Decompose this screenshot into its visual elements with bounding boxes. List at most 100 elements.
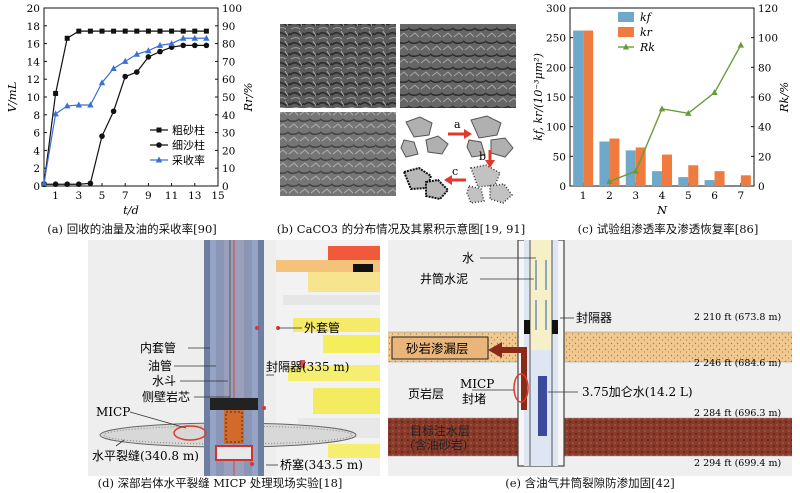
point-s2	[87, 180, 94, 187]
label-fracture: 水平裂缝(340.8 m)	[92, 448, 199, 463]
legend-label-1: 粗砂柱	[172, 123, 205, 137]
depth-3: 2 284 ft (696.3 m)	[694, 408, 781, 419]
x-tick-label-a: 3	[75, 190, 82, 202]
label-bridge-plug: 桥塞(343.5 m)	[280, 457, 363, 472]
y2-tick-label-c: 120	[758, 3, 778, 15]
point-s2	[52, 181, 59, 188]
y-tick-label-a: 8	[33, 110, 40, 122]
bar-kr	[688, 165, 699, 186]
arrow-b-icon	[485, 150, 495, 168]
y-tick-label-a: 20	[27, 3, 40, 15]
legend-swatch-kf	[618, 12, 634, 22]
label-inner-casing: 内套管	[140, 340, 176, 355]
label-seal: 封堵	[462, 392, 486, 406]
point-rk	[658, 105, 666, 112]
legend-marker	[156, 142, 162, 148]
y-tick-label-c: 150	[546, 92, 566, 104]
bar-kr	[662, 154, 672, 186]
x-tick-label-a: 15	[211, 190, 224, 202]
point-s2	[134, 69, 140, 75]
x-tick-label-a: 13	[188, 190, 201, 202]
y-tick-label-a: 6	[33, 128, 40, 140]
y-tick-label-a: 10	[27, 92, 40, 104]
bar-kf	[625, 150, 636, 186]
panel-d: 外套管 内套管 油管 水斗 侧壁岩芯 MICP 封隔器(335 m) 水平裂缝(…	[88, 240, 380, 476]
x-tick-label-a: 11	[165, 190, 178, 202]
point-s2	[145, 54, 152, 60]
legend-label-2: 细沙柱	[172, 138, 205, 152]
bar-kf	[652, 171, 662, 186]
bridge-plug	[215, 445, 253, 461]
caption-a: (a) 回收的油量及油的采收率[90]	[47, 222, 217, 236]
depth-4: 2 294 ft (699.4 m)	[694, 458, 781, 469]
leak-arrow-icon	[500, 347, 527, 410]
panel-b: a b c	[276, 0, 526, 220]
y2-tick-label-a: 80	[222, 39, 235, 51]
caption-e: (e) 含油气井筒裂隙防渗加固[42]	[505, 476, 675, 490]
x-axis-label-c: N	[656, 203, 668, 217]
bar-kr	[583, 30, 594, 187]
point-s1	[64, 35, 70, 41]
micp-seal-circle	[513, 373, 529, 403]
micp-circle	[173, 425, 207, 441]
bar-kr	[714, 171, 725, 186]
y-tick-label-a: 18	[27, 21, 40, 33]
x-tick-label-c: 7	[738, 190, 745, 202]
label-outer-casing: 外套管	[304, 320, 340, 335]
y2-tick-label-c: 40	[758, 122, 771, 134]
point-s3	[40, 179, 48, 186]
point-s1	[157, 28, 163, 34]
label-bucket: 水斗	[152, 374, 176, 388]
caption-c: (c) 试验组渗透率及渗透恢复率[86]	[577, 222, 759, 236]
x-tick-label-c: 2	[606, 190, 613, 202]
arrow-a-icon	[448, 129, 472, 139]
x-tick-label-c: 5	[685, 190, 692, 202]
label-core: 侧壁岩芯	[142, 389, 190, 404]
point-s3	[145, 47, 152, 54]
y2-tick-label-a: 100	[222, 3, 242, 15]
point-s1	[203, 28, 209, 34]
y2-tick-label-a: 70	[222, 56, 235, 68]
y2-tick-label-a: 60	[222, 74, 235, 86]
y-tick-label-a: 16	[27, 39, 41, 51]
bar-kf	[704, 180, 715, 186]
point-s2	[110, 108, 117, 115]
y2-tick-label-a: 30	[222, 128, 235, 140]
sem-image-1	[280, 24, 396, 108]
label-packer-e: 封隔器	[576, 311, 612, 325]
sem-images: a b c	[280, 24, 516, 204]
y-tick-label-a: 12	[27, 74, 40, 86]
y2-tick-label-a: 50	[222, 92, 235, 104]
legend-label-kr: kr	[640, 26, 653, 39]
label-cement: 井筒水泥	[420, 271, 468, 286]
point-rk	[711, 89, 718, 96]
point-s1	[111, 28, 117, 34]
y2-tick-label-c: 100	[758, 33, 778, 45]
label-packer-d: 封隔器(335 m)	[266, 360, 349, 374]
point-s2	[76, 181, 82, 188]
y-tick-label-a: 14	[27, 56, 41, 68]
label-volume: 3.75加仑水(14.2 L)	[582, 385, 693, 399]
y-tick-label-c: 200	[546, 62, 566, 74]
label-shale: 页岩层	[408, 386, 444, 401]
point-s3	[87, 101, 94, 108]
y-tick-label-c: 0	[559, 181, 566, 193]
point-s3	[122, 57, 129, 64]
y2-tick-label-c: 0	[758, 181, 765, 193]
packer-d	[210, 398, 258, 410]
label-micp-d: MICP	[96, 405, 130, 419]
x-tick-label-c: 4	[659, 190, 666, 202]
well-schematic-d: 外套管 内套管 油管 水斗 侧壁岩芯 MICP 封隔器(335 m) 水平裂缝(…	[92, 240, 380, 476]
point-rk	[632, 167, 639, 174]
point-s3	[75, 101, 82, 108]
y-tick-label-a: 0	[33, 181, 40, 193]
x-tick-label-c: 6	[711, 190, 718, 202]
point-s1	[76, 28, 82, 34]
point-s3	[156, 41, 164, 48]
bar-kr	[740, 175, 751, 186]
x-tick-label-c: 3	[632, 190, 639, 202]
label-c: c	[452, 165, 458, 178]
y2-axis-label-c: Rk/%	[777, 82, 791, 114]
